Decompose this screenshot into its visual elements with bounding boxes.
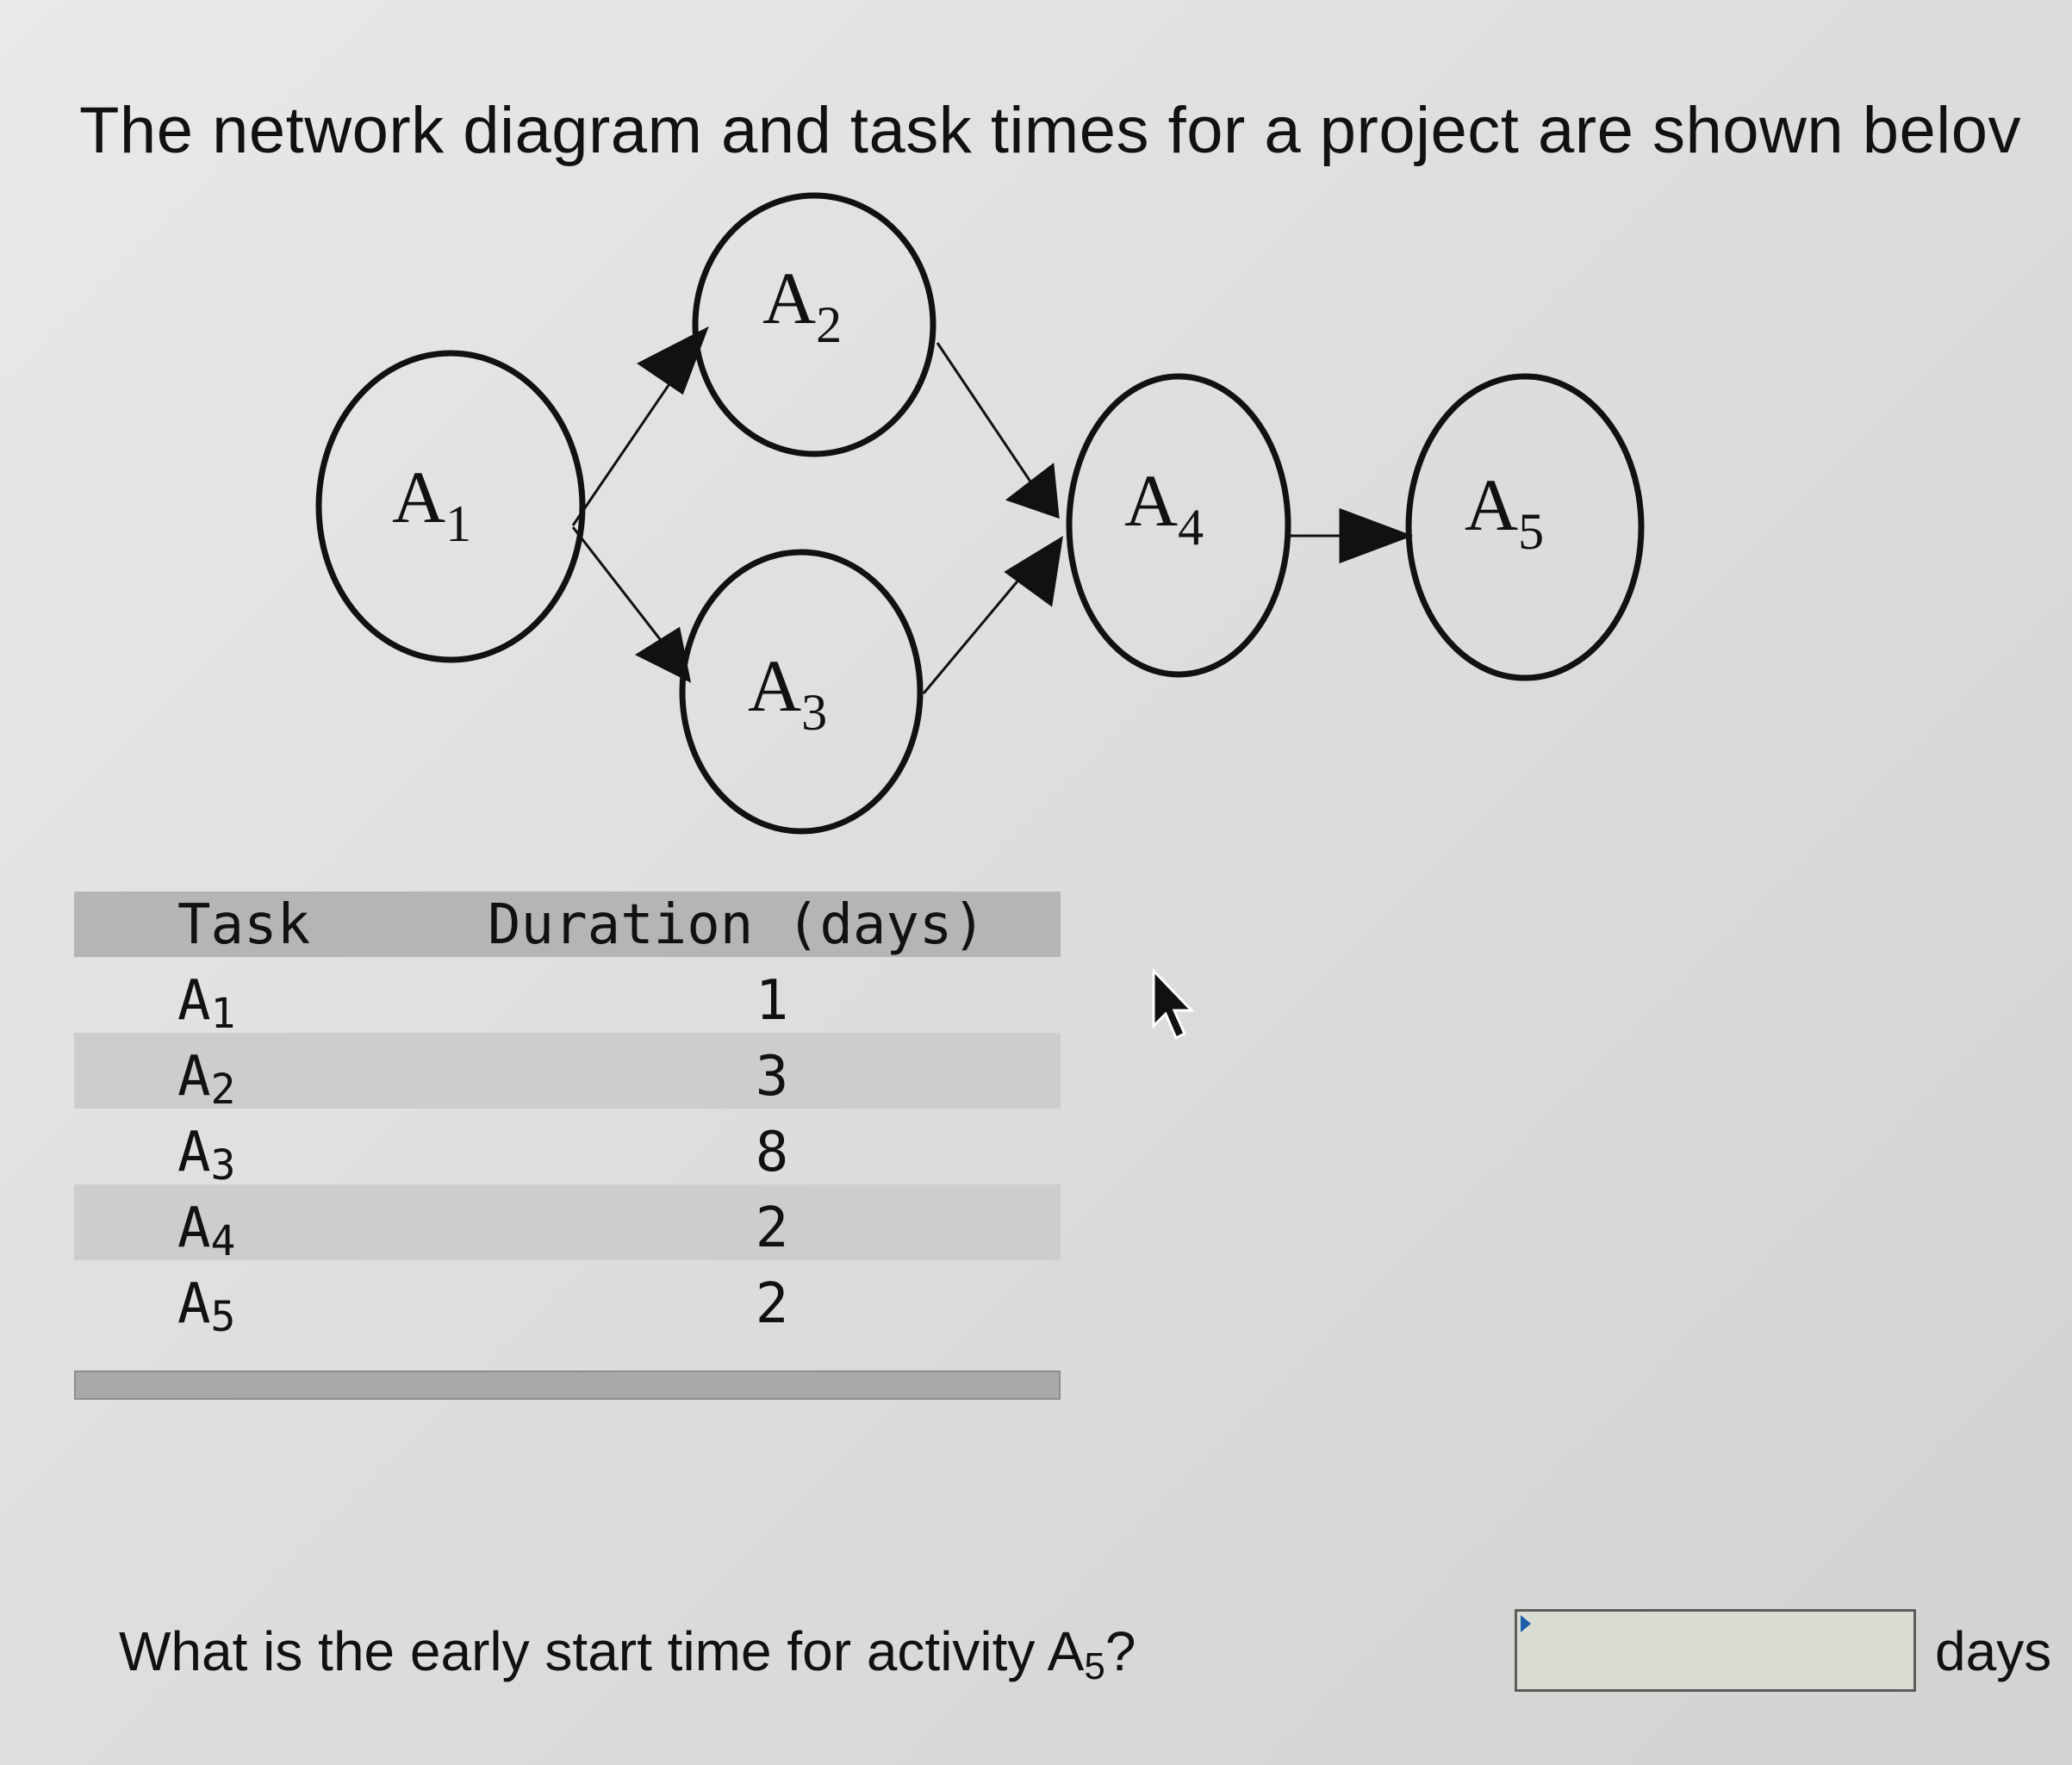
task-cell: A1 — [177, 969, 236, 1038]
edge-a2-a4 — [936, 342, 1036, 488]
edge-a4-a5-arrowhead — [1339, 507, 1414, 564]
answer-input[interactable] — [1515, 1609, 1916, 1692]
table-header: Task Duration (days) — [74, 892, 1061, 957]
edge-a3-a4 — [922, 566, 1031, 694]
answer-unit: days — [1935, 1620, 2052, 1682]
question-text: What is the early start time for activit… — [119, 1620, 1136, 1687]
task-cell: A5 — [177, 1272, 236, 1341]
node-a4 — [1066, 373, 1291, 678]
node-a2 — [692, 192, 936, 457]
header-task: Task — [177, 893, 311, 957]
node-a4-label: A4 — [1124, 459, 1204, 556]
task-cell: A4 — [177, 1196, 236, 1265]
node-a3-label: A3 — [748, 644, 827, 741]
duration-cell: 2 — [755, 1272, 789, 1336]
node-a2-label: A2 — [762, 257, 842, 353]
table-row: A1 1 — [74, 957, 1061, 1038]
duration-cell: 1 — [755, 969, 789, 1033]
node-a1-label: A1 — [392, 456, 471, 552]
diagram-nodes — [315, 192, 1645, 835]
node-a5-label: A5 — [1465, 463, 1544, 560]
node-a3 — [679, 549, 924, 835]
table-row: A3 8 — [74, 1109, 1061, 1190]
duration-cell: 8 — [755, 1121, 789, 1184]
table-row: A5 2 — [74, 1260, 1061, 1341]
header-duration: Duration (days) — [488, 893, 986, 957]
edge-a1-a3 — [571, 526, 674, 656]
duration-cell: 2 — [755, 1196, 789, 1260]
node-a1 — [315, 350, 586, 663]
duration-cell: 3 — [755, 1045, 789, 1109]
table-footer-bar — [74, 1370, 1061, 1400]
table-row: A4 2 — [74, 1184, 1061, 1265]
network-diagram: A1 A2 A3 A4 A5 — [315, 192, 1645, 835]
pointer-cursor-icon — [1152, 969, 1195, 1041]
diagram-edges — [571, 326, 1414, 694]
task-cell: A3 — [177, 1121, 236, 1190]
table-row: A2 3 — [74, 1033, 1061, 1114]
task-cell: A2 — [177, 1045, 236, 1114]
edge-a1-a2-arrowhead — [637, 326, 709, 395]
edge-a2-a4-arrowhead — [1005, 463, 1060, 519]
question-heading: The network diagram and task times for a… — [79, 94, 2021, 167]
node-a5 — [1405, 373, 1645, 681]
task-duration-table: Task Duration (days) A1 1 A2 3 A3 8 A4 2… — [74, 892, 1061, 1400]
edge-a3-a4-arrowhead — [1004, 536, 1063, 607]
input-marker-icon — [1521, 1615, 1531, 1632]
